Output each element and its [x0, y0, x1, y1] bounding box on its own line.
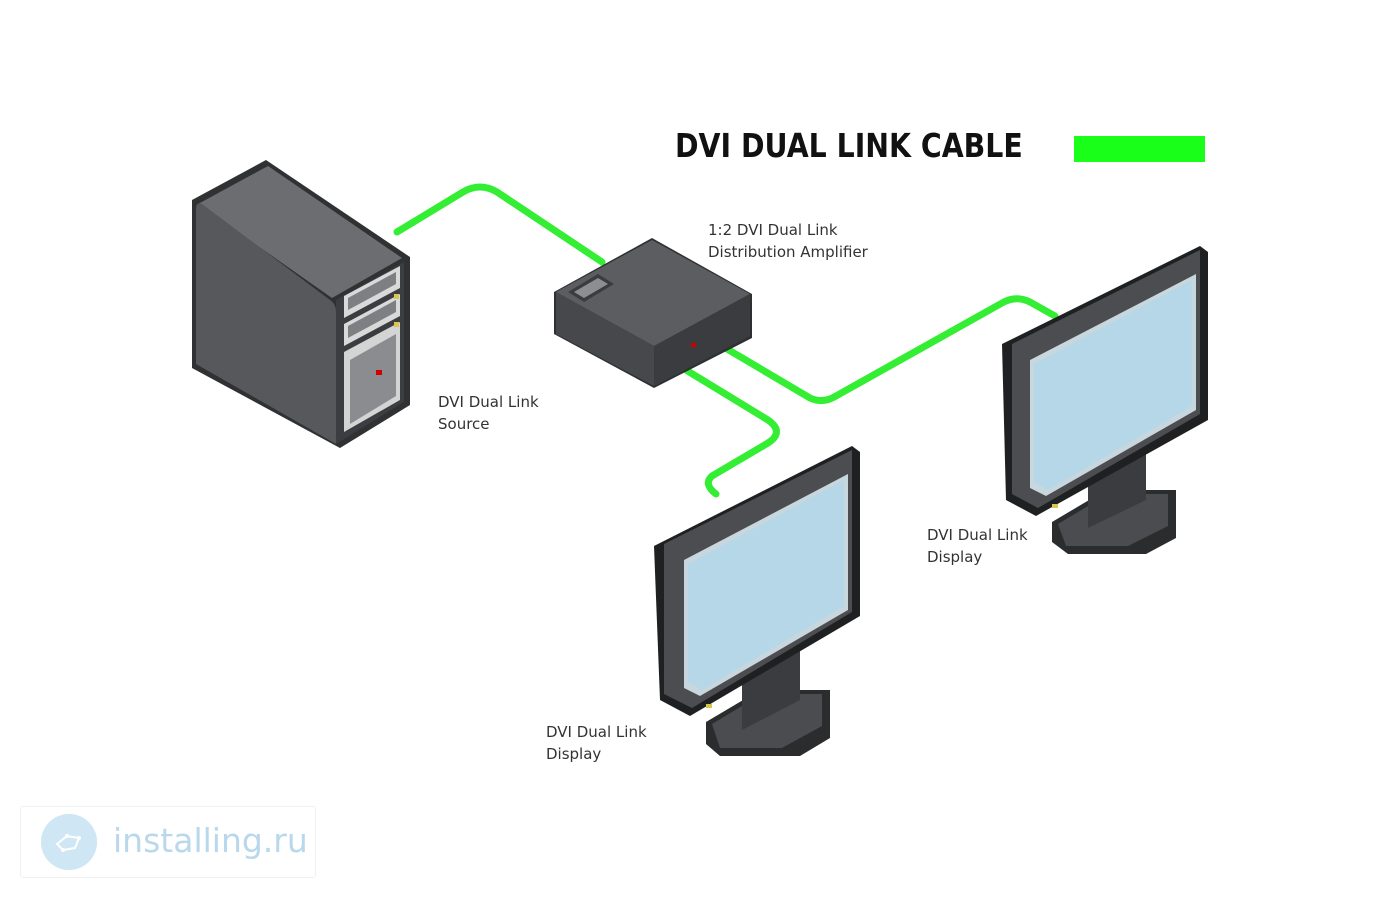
monitor-icon	[654, 446, 860, 756]
display-right-label-line2: Display	[927, 548, 983, 566]
amplifier-label-line2: Distribution Amplifier	[708, 243, 868, 261]
computer-tower-icon	[192, 160, 410, 448]
cable-amplifier-to-right-display	[718, 295, 1059, 405]
amplifier-label: 1:2 DVI Dual Link Distribution Amplifier	[708, 219, 868, 263]
monitor-icon	[1002, 246, 1208, 554]
display-right-label: DVI Dual Link Display	[927, 524, 1028, 568]
legend-title: DVI DUAL LINK CABLE	[675, 126, 1023, 165]
display-right-label-line1: DVI Dual Link	[927, 526, 1028, 544]
cables	[393, 183, 1059, 498]
installing-logo-icon	[41, 814, 97, 870]
source-label-line2: Source	[438, 415, 490, 433]
display-center-label-line2: Display	[546, 745, 602, 763]
watermark-text: installing.ru	[113, 821, 308, 860]
source-label: DVI Dual Link Source	[438, 391, 539, 435]
display-center-label: DVI Dual Link Display	[546, 721, 647, 765]
source-label-line1: DVI Dual Link	[438, 393, 539, 411]
display-center-label-line1: DVI Dual Link	[546, 723, 647, 741]
amplifier-label-line1: 1:2 DVI Dual Link	[708, 221, 838, 239]
distribution-amplifier-icon	[554, 238, 752, 388]
watermark: installing.ru	[20, 806, 316, 878]
cable-amplifier-to-center-display	[682, 366, 780, 498]
cable-source-to-amplifier	[393, 183, 606, 266]
legend-cable-swatch	[1074, 136, 1205, 162]
